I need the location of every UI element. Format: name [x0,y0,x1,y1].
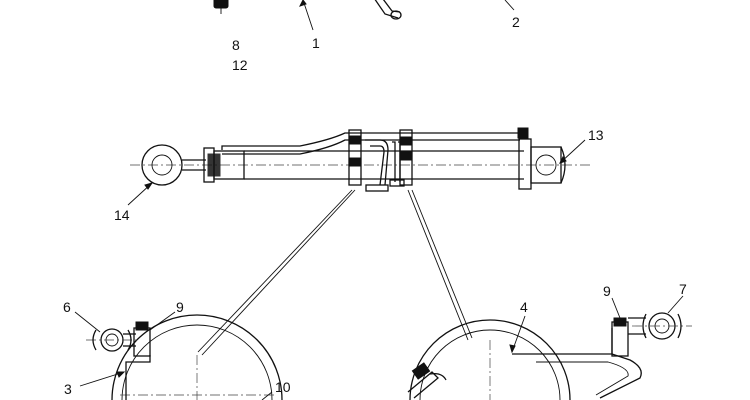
leader-line-10 [261,391,273,400]
leader-line-6 [74,311,101,333]
callout-7: 7 [679,281,687,297]
leader-line-7 [667,295,684,314]
leader-line-3 [79,371,125,387]
callout-2: 2 [512,14,520,30]
callout-6: 6 [63,299,71,315]
callout-13: 13 [588,127,604,143]
callout-14: 14 [114,207,130,223]
right-clamp-detail [407,312,692,400]
leader-line-9-right [611,297,621,319]
leader-line-part-2 [504,0,515,11]
callout-10: 10 [275,379,291,395]
callout-9-right: 9 [603,283,611,299]
callout-12: 12 [232,57,248,73]
hydraulic-cylinder [130,127,590,192]
callout-3: 3 [64,381,72,397]
leader-line-9-left [149,311,176,331]
leader-line-part-1 [299,0,314,31]
callout-4: 4 [520,299,528,315]
callout-9-left: 9 [176,299,184,315]
top-fitting-part-8 [213,0,229,14]
left-clamp-detail [86,314,283,400]
detail-projection-lines [197,189,473,356]
top-pipe-part-2 [374,0,402,20]
callout-8: 8 [232,37,240,53]
callout-1: 1 [312,35,320,51]
